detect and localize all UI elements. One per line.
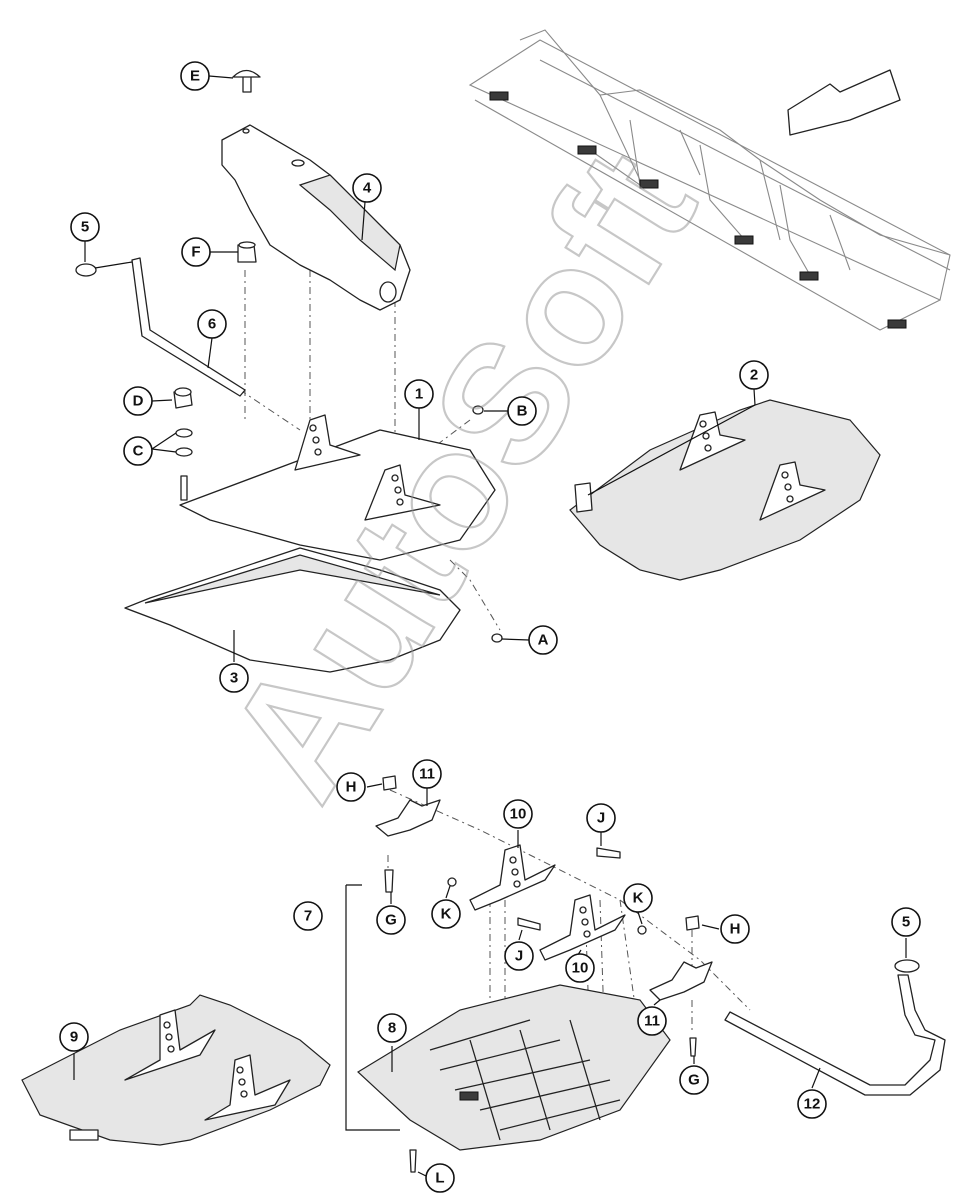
callout-A: A [528,625,558,655]
callout-3: 3 [219,663,249,693]
skid-plate-8 [345,884,671,1151]
svg-text:J: J [515,948,523,965]
svg-text:7: 7 [304,908,312,925]
svg-text:H: H [346,779,357,796]
svg-text:B: B [517,403,528,420]
nut-washer-hardware [173,387,193,501]
svg-text:K: K [441,906,452,923]
callout-12: 12 [797,1089,827,1119]
callout-H-top: H [336,772,366,802]
callout-10-top: 10 [503,799,533,829]
skid-plate-2 [569,399,881,581]
callout-7: 7 [293,901,323,931]
callout-5-top: 5 [70,212,100,242]
callout-11-bottom: 11 [637,1006,667,1036]
svg-text:D: D [133,393,144,410]
svg-text:5: 5 [902,914,910,931]
rod-assembly-12 [724,959,946,1096]
callout-4: 4 [352,173,382,203]
svg-text:10: 10 [510,806,527,823]
svg-text:G: G [688,1072,700,1089]
callout-9: 9 [59,1022,89,1052]
svg-text:12: 12 [804,1096,821,1113]
svg-text:G: G [385,912,397,929]
svg-text:10: 10 [572,960,589,977]
lower-bracket-hardware [375,775,713,1173]
callout-11-top: 11 [412,759,442,789]
callout-G-right: G [679,1065,709,1095]
callout-leaders [73,75,907,1177]
svg-text:K: K [633,890,644,907]
svg-text:4: 4 [363,180,372,197]
callout-L: L [425,1163,455,1193]
skid-plate-1 [179,405,496,561]
callout-2: 2 [739,360,769,390]
svg-text:9: 9 [70,1029,78,1046]
callout-G-left: G [376,905,406,935]
rod-assembly [75,257,246,397]
callout-5-bottom: 5 [891,907,921,937]
callout-1: 1 [404,379,434,409]
svg-text:8: 8 [388,1020,396,1037]
svg-text:A: A [538,632,549,649]
callout-B: B [507,396,537,426]
direction-arrow-icon [787,69,901,136]
callout-J-top: J [586,803,616,833]
callout-H-right: H [720,914,750,944]
svg-text:C: C [133,443,144,460]
callout-C: C [123,436,153,466]
svg-text:5: 5 [81,219,89,236]
callout-K-left: K [431,899,461,929]
overview-frame [468,29,951,331]
callout-K-right: K [623,883,653,913]
callout-6: 6 [197,309,227,339]
bracket-assembly [221,69,411,311]
callout-D: D [123,386,153,416]
callout-E: E [180,61,210,91]
svg-text:11: 11 [644,1013,660,1030]
svg-text:J: J [597,810,605,827]
svg-text:H: H [730,921,741,938]
svg-text:3: 3 [230,670,238,687]
svg-text:E: E [190,68,200,85]
svg-text:F: F [191,244,200,261]
svg-text:2: 2 [750,367,758,384]
callout-10-bottom: 10 [565,953,595,983]
svg-text:1: 1 [415,386,423,403]
skid-plate-3 [124,547,503,673]
svg-text:6: 6 [208,316,216,333]
callout-8: 8 [377,1013,407,1043]
svg-text:L: L [435,1170,444,1187]
skid-plate-9 [21,994,331,1146]
callout-J-bottom: J [504,941,534,971]
callout-F: F [181,237,211,267]
svg-text:11: 11 [419,766,435,783]
